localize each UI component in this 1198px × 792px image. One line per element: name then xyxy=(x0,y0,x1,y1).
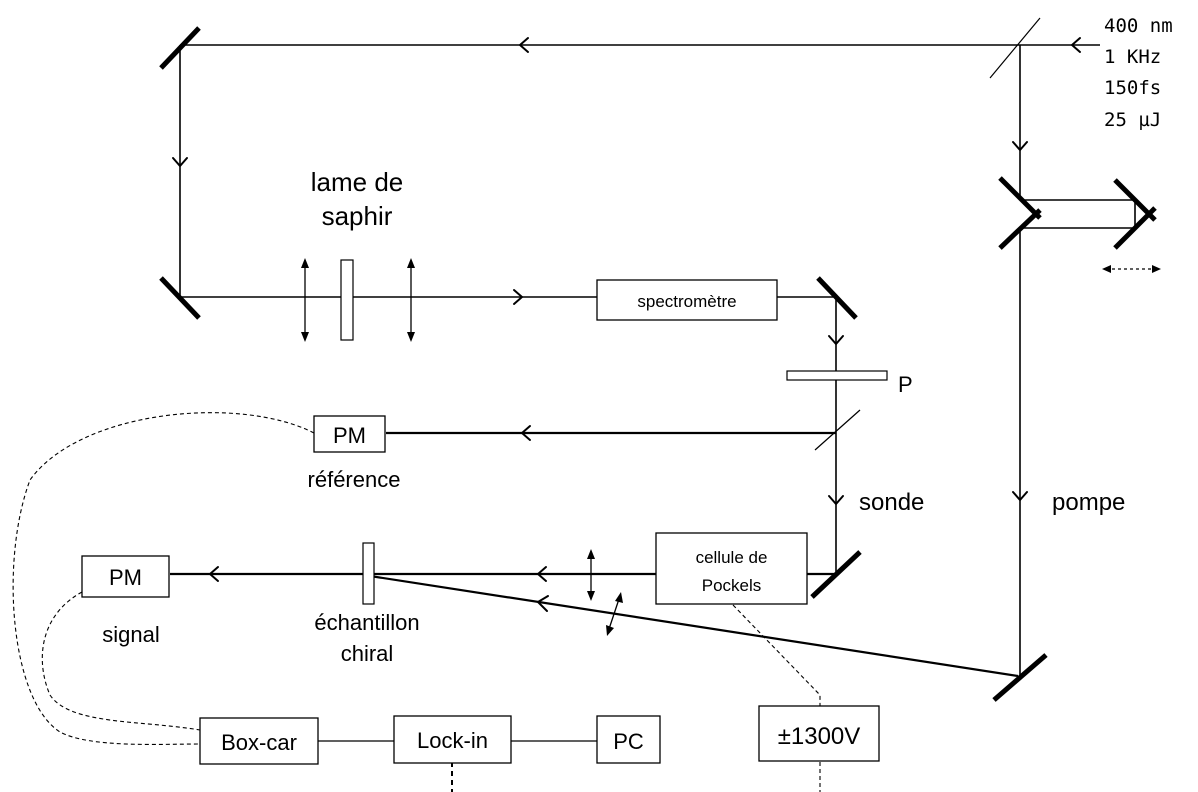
cable-pockels-hv xyxy=(732,604,821,706)
mirror-bottom-left xyxy=(159,276,201,320)
mirrors xyxy=(159,26,1157,702)
source-rate: 1 KHz xyxy=(1104,46,1161,68)
arrow-reference xyxy=(521,425,531,441)
lockin-label: Lock-in xyxy=(417,728,488,753)
pockels-label-line1: cellule de xyxy=(696,548,768,567)
pm-signal-label: PM xyxy=(109,565,142,590)
signal-label: signal xyxy=(102,622,159,647)
pc-label: PC xyxy=(613,729,644,754)
splitter-source xyxy=(989,17,1041,79)
pm-reference-box: PM xyxy=(313,415,386,453)
boxcar-box: Box-car xyxy=(199,717,319,765)
beam-paths xyxy=(170,44,1136,678)
arrow-signal xyxy=(209,566,219,582)
splitter-reference xyxy=(814,409,861,451)
reference-label: référence xyxy=(308,467,401,492)
spectrometer-label: spectromètre xyxy=(637,292,736,311)
cable-pm-reference xyxy=(12,412,315,745)
polarizer-label: P xyxy=(898,372,913,397)
direction-arrows xyxy=(172,37,1081,612)
lens-sapphire-1 xyxy=(301,258,309,342)
arrow-probe-down-2 xyxy=(828,495,844,505)
arrow-top-beam xyxy=(519,37,529,53)
lockin-box: Lock-in xyxy=(393,715,512,764)
lens-pump xyxy=(606,592,623,636)
source-wavelength: 400 nm xyxy=(1104,15,1173,37)
cable-pm-signal xyxy=(41,591,201,731)
arrow-probe-down-1 xyxy=(828,335,844,345)
arrow-left-down xyxy=(172,157,188,167)
mirror-top-left xyxy=(159,26,201,70)
source-specs: 400 nm 1 KHz 150fs 25 µJ xyxy=(1104,15,1173,131)
arrow-sapphire xyxy=(513,289,523,305)
arrow-pump-down-2 xyxy=(1012,491,1028,501)
sapphire-label-line1: lame de xyxy=(311,167,404,197)
arrow-probe xyxy=(537,566,547,582)
pm-signal-box: PM xyxy=(81,555,170,598)
spectrometer-box: spectromètre xyxy=(596,279,778,321)
signal-cables xyxy=(12,412,821,792)
mirror-delay-1 xyxy=(998,176,1042,220)
lens-probe xyxy=(587,549,595,601)
hv-supply-box: ±1300V xyxy=(758,705,880,762)
beam-pump-diagonal xyxy=(369,574,1019,678)
arrow-pump-diagonal xyxy=(537,595,549,612)
mirror-probe-bottom xyxy=(810,550,862,599)
chiral-sample-plate xyxy=(362,542,375,605)
mirror-spectrometer xyxy=(816,276,858,320)
arrow-pump-down-1 xyxy=(1012,141,1028,151)
beam-splitters xyxy=(814,17,1041,451)
source-duration: 150fs xyxy=(1104,77,1161,99)
source-energy: 25 µJ xyxy=(1104,109,1161,131)
optical-plates xyxy=(340,259,888,605)
sapphire-label-line2: saphir xyxy=(322,201,393,231)
mirror-retro-2 xyxy=(1113,206,1157,250)
boxcar-label: Box-car xyxy=(221,730,297,755)
hv-supply-label: ±1300V xyxy=(778,723,861,750)
delay-translation-arrow xyxy=(1102,265,1161,273)
lenses xyxy=(301,258,1161,636)
pump-label: pompe xyxy=(1052,489,1125,516)
pc-box: PC xyxy=(596,715,661,764)
pockels-label-line2: Pockels xyxy=(702,576,762,595)
mirror-delay-2 xyxy=(998,208,1042,250)
arrow-source-in xyxy=(1071,37,1081,53)
sample-label-line2: chiral xyxy=(341,641,394,666)
probe-label: sonde xyxy=(859,489,924,516)
polarizer-plate xyxy=(786,370,888,381)
mirror-pump-bottom xyxy=(992,653,1048,702)
pockels-cell-box: cellule de Pockels xyxy=(655,532,808,605)
sapphire-plate xyxy=(340,259,354,341)
sample-label-line1: échantillon xyxy=(314,610,419,635)
lens-sapphire-2 xyxy=(407,258,415,342)
pm-reference-label: PM xyxy=(333,423,366,448)
